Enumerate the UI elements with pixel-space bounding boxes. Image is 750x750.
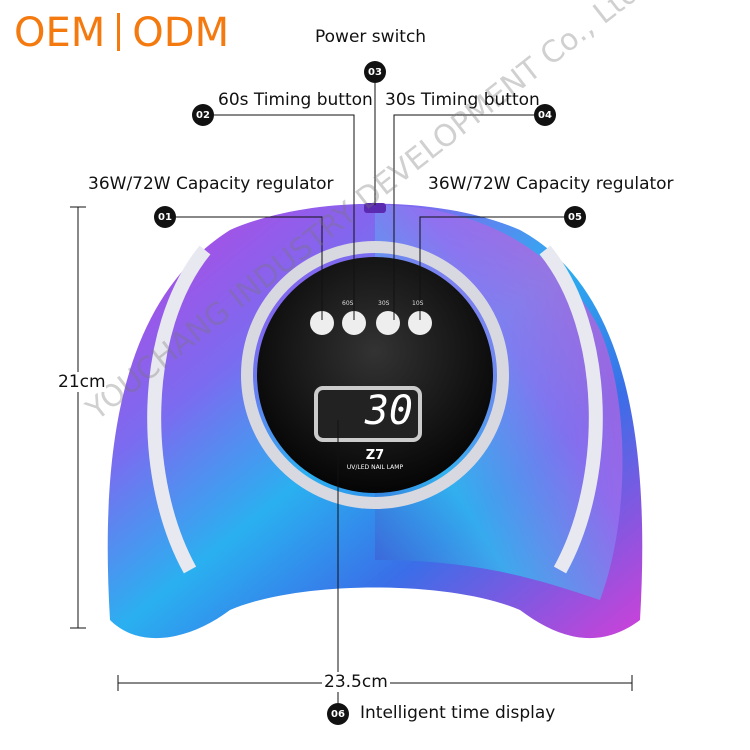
callout-label-03: Power switch [315,27,427,47]
power-switch [364,203,386,213]
10s-button [408,311,432,335]
button-label-30s: 30S [378,300,390,307]
callout-badge-04: 04 [534,104,556,126]
callout-label-04: 30s Timing button [385,90,540,110]
callout-badge-03: 03 [364,61,386,83]
width-dimension: 23.5cm [322,672,390,692]
brand-logo: OEM ODM [14,10,229,56]
height-dimension: 21cm [58,372,106,392]
device-subtitle: UV/LED NAIL LAMP [346,464,404,471]
capacity-button-left [310,311,334,335]
button-label-60s: 60S [342,300,354,307]
callout-label-01: 36W/72W Capacity regulator [88,174,334,194]
lcd-display [314,386,422,442]
callout-badge-01: 01 [154,206,176,228]
callout-label-02: 60s Timing button [218,90,373,110]
model-label: Z7 [365,448,385,463]
callout-badge-05: 05 [564,206,586,228]
60s-button [342,311,366,335]
callout-label-05: 36W/72W Capacity regulator [428,174,674,194]
button-label-10s: 10S [412,300,424,307]
callout-badge-02: 02 [192,104,214,126]
display-value: 30 [364,388,413,434]
oem-text: OEM [14,10,106,56]
callout-badge-06: 06 [327,703,349,725]
30s-button [376,311,400,335]
odm-text: ODM [132,10,230,56]
divider [117,13,121,51]
callout-label-06: Intelligent time display [360,703,556,723]
